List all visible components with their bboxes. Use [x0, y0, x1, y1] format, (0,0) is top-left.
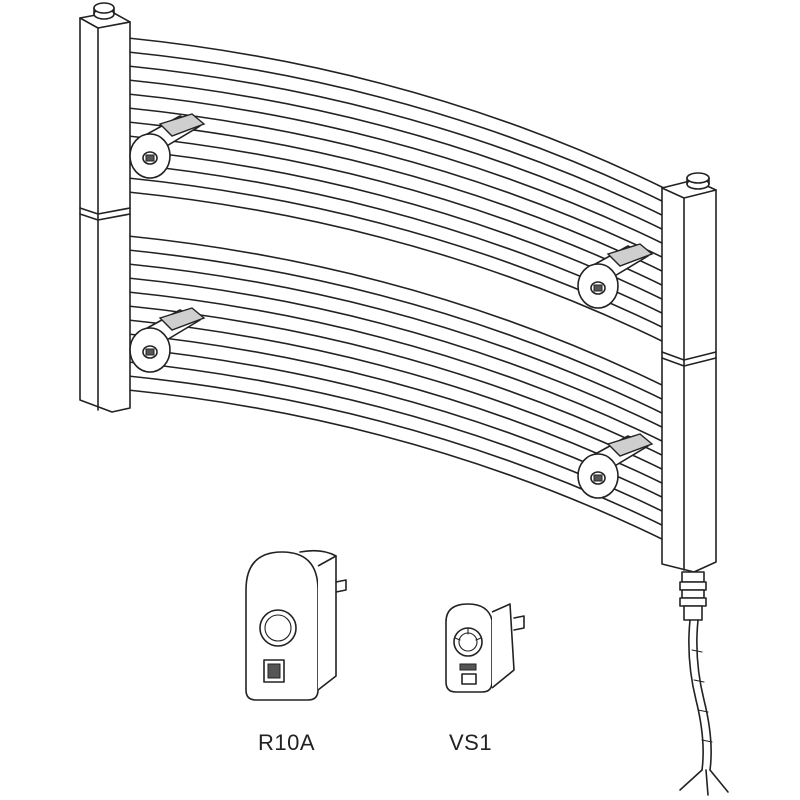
r10a-label: R10A	[258, 730, 316, 755]
r10a-controller	[245, 549, 347, 701]
wall-bracket-top-right	[577, 243, 654, 309]
heating-element-connector	[679, 571, 707, 621]
right-post	[661, 172, 717, 573]
wall-bracket-bottom-left	[129, 307, 206, 373]
wall-bracket-top-left	[129, 113, 206, 179]
left-post	[79, 2, 131, 413]
vs1-label: VS1	[449, 730, 493, 755]
power-cable	[679, 619, 729, 796]
vs1-controller	[445, 603, 525, 693]
wall-bracket-bottom-right	[577, 433, 654, 499]
